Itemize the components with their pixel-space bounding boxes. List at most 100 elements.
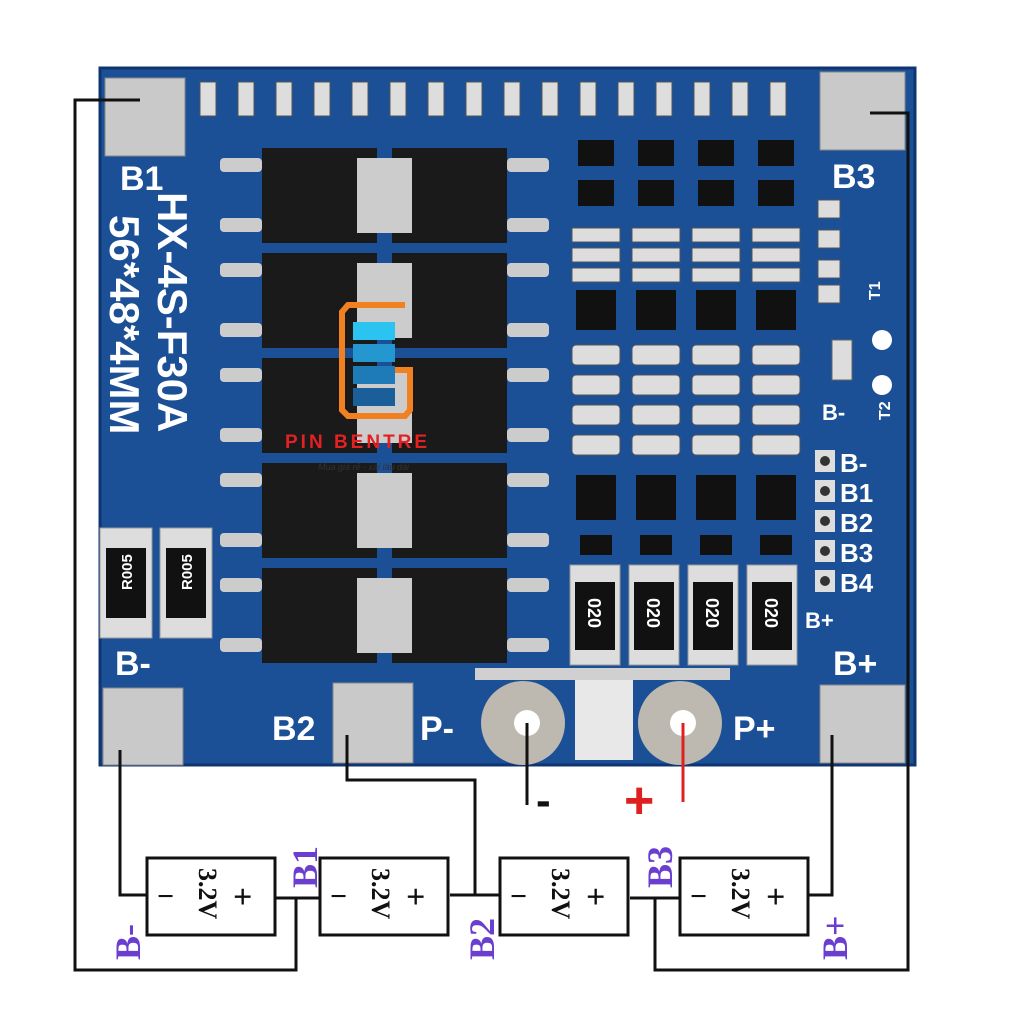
- smd-capacitor: [751, 434, 801, 456]
- smd-capacitor: [691, 374, 741, 396]
- smd-resistor: [691, 267, 741, 283]
- output-link-pad: [575, 680, 633, 760]
- t1-pad: [872, 330, 892, 350]
- silk-b-minus: B-: [115, 645, 151, 683]
- mosfet-lead: [220, 218, 262, 232]
- smd-resistor: [389, 81, 407, 117]
- smd-resistor: [693, 81, 711, 117]
- logo-brand: PIN BENTRE: [285, 432, 430, 453]
- smd-resistor: [503, 81, 521, 117]
- mosfet-lead: [220, 533, 262, 547]
- cell-positive: +: [586, 879, 605, 916]
- ic-chip: [696, 290, 736, 330]
- smd-resistor: [351, 81, 369, 117]
- current-resistor-label: 020: [761, 598, 781, 628]
- header-pin-hole: [820, 456, 830, 466]
- transistor: [700, 535, 732, 555]
- cell-positive: +: [766, 879, 785, 916]
- thermistor: [831, 339, 853, 381]
- node-label: B2: [462, 918, 502, 960]
- transistor: [758, 180, 794, 206]
- smd-resistor: [751, 247, 801, 263]
- smd-resistor: [817, 284, 841, 304]
- smd-resistor: [751, 267, 801, 283]
- smd-capacitor: [631, 434, 681, 456]
- smd-resistor: [313, 81, 331, 117]
- ic-chip: [576, 290, 616, 330]
- mosfet-lead: [507, 158, 549, 172]
- current-resistor-label: 020: [702, 598, 722, 628]
- mosfet-tab: [384, 158, 412, 233]
- node-label: B-: [108, 924, 148, 960]
- mosfet-lead: [507, 578, 549, 592]
- node-label: B+: [815, 915, 855, 960]
- current-resistor-body: [752, 582, 792, 650]
- smd-resistor: [731, 81, 749, 117]
- header-label: B-: [840, 448, 867, 478]
- ic-chip: [756, 475, 796, 520]
- mosfet-lead: [220, 638, 262, 652]
- wire-b-minus: [118, 750, 147, 897]
- smd-resistor: [751, 227, 801, 243]
- silk-p-plus: P+: [733, 710, 776, 748]
- header-b-plus: B+: [805, 608, 834, 633]
- transistor: [578, 180, 614, 206]
- smd-capacitor: [571, 344, 621, 366]
- smd-resistor: [199, 81, 217, 117]
- mosfet-lead: [220, 263, 262, 277]
- header-pin-hole: [820, 546, 830, 556]
- battery-cells: −3.2V+−3.2V+−3.2V+−3.2V+: [145, 856, 810, 937]
- smd-capacitor: [691, 434, 741, 456]
- smd-resistor: [571, 247, 621, 263]
- smd-resistor: [631, 247, 681, 263]
- silk-b-plus: B+: [833, 645, 877, 683]
- ic-chip: [576, 475, 616, 520]
- ic-chip: [756, 290, 796, 330]
- ic-chip: [636, 475, 676, 520]
- smd-resistor: [691, 247, 741, 263]
- transistor: [760, 535, 792, 555]
- smd-resistor: [427, 81, 445, 117]
- shunt-label-2: R005: [179, 554, 196, 590]
- smd-resistor: [817, 199, 841, 219]
- cell-voltage: 3.2V: [193, 868, 222, 920]
- mosfet-tab: [384, 473, 412, 548]
- current-resistor-label: 020: [643, 598, 663, 628]
- cell-positive: +: [233, 879, 252, 916]
- node-label: B1: [285, 846, 325, 888]
- mosfet-lead: [220, 473, 262, 487]
- transistor: [578, 140, 614, 166]
- pad-b3: [819, 71, 906, 151]
- mosfet-lead: [220, 368, 262, 382]
- mosfet-lead: [220, 428, 262, 442]
- header-label: B1: [840, 478, 873, 508]
- transistor: [638, 140, 674, 166]
- smd-resistor: [631, 227, 681, 243]
- minus-sign: -: [536, 776, 551, 825]
- smd-resistor: [237, 81, 255, 117]
- wire-b1: [73, 98, 298, 972]
- smd-resistor: [617, 81, 635, 117]
- current-resistor-body: [575, 582, 615, 650]
- mosfet-lead: [507, 473, 549, 487]
- smd-capacitor: [571, 434, 621, 456]
- smd-capacitor: [631, 404, 681, 426]
- mosfet-tab: [357, 473, 385, 548]
- smd-resistor: [655, 81, 673, 117]
- header-label: B2: [840, 508, 873, 538]
- shunt-resistors: R005 R005: [99, 527, 213, 639]
- mosfet-lead: [220, 578, 262, 592]
- smd-capacitor: [631, 344, 681, 366]
- smd-capacitor: [691, 344, 741, 366]
- current-resistor-label: 020: [584, 598, 604, 628]
- smd-capacitor: [631, 374, 681, 396]
- wire-b2: [345, 735, 500, 897]
- board-model: HX-4S-F30A: [149, 192, 196, 432]
- smd-capacitor: [571, 374, 621, 396]
- output-bar: [475, 668, 730, 680]
- transistor: [638, 180, 674, 206]
- mosfet-lead: [507, 368, 549, 382]
